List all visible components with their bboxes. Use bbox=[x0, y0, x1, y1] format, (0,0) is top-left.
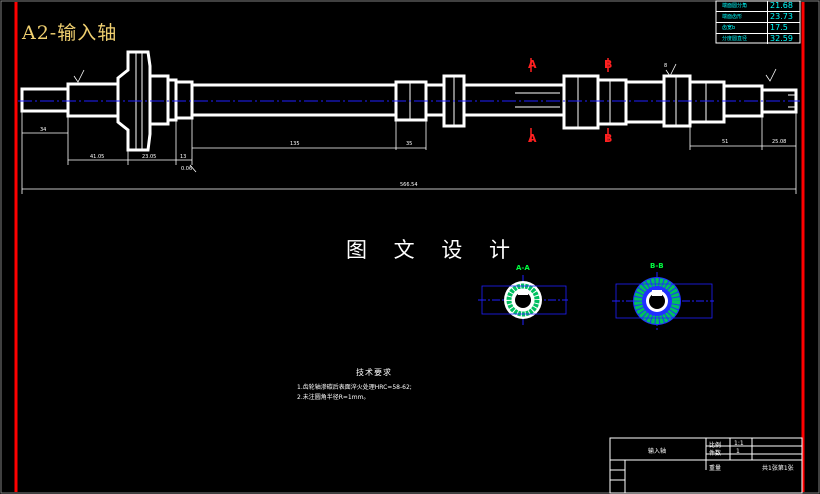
param-value: 23.73 bbox=[770, 12, 793, 21]
section-label-aa: A-A bbox=[516, 264, 530, 272]
count-label: 件数 bbox=[709, 450, 722, 457]
dim-23: 23.05 bbox=[142, 154, 157, 160]
dimension-lines bbox=[21, 111, 797, 194]
param-label: 端面圆分角 bbox=[716, 1, 768, 11]
dim-34: 34 bbox=[40, 127, 47, 133]
title-block bbox=[609, 437, 803, 494]
param-table: 端面圆分角 21.68 端面齿形 23.73 齿宽b 17.5 分度圆直径 32… bbox=[716, 1, 800, 44]
dim-41: 41.05 bbox=[90, 154, 105, 160]
cut-mark-b-bottom: B bbox=[604, 132, 613, 145]
drawing-title: A2-输入轴 bbox=[22, 22, 118, 44]
dim-35: 35 bbox=[406, 141, 413, 147]
param-row: 端面齿形 23.73 bbox=[716, 12, 800, 23]
param-value: 17.5 bbox=[770, 23, 788, 32]
dim-13: 13 bbox=[180, 154, 187, 160]
tech-requirement-line: 1.齿轮轴渗碳后表面淬火处理HRC=58-62; bbox=[297, 384, 412, 391]
param-value: 32.59 bbox=[770, 34, 793, 43]
param-value: 21.68 bbox=[770, 1, 793, 10]
section-view-aa bbox=[478, 275, 568, 325]
param-label: 端面齿形 bbox=[716, 12, 768, 22]
param-label: 齿宽b bbox=[716, 23, 768, 33]
tech-requirement-line: 2.未注圆角半径R=1mm。 bbox=[297, 394, 370, 401]
param-label: 分度圆直径 bbox=[716, 34, 768, 44]
section-view-bb bbox=[612, 272, 714, 330]
param-row: 分度圆直径 32.59 bbox=[716, 34, 800, 44]
count-value: 1 bbox=[736, 448, 740, 455]
watermark-text: 图 文 设 计 bbox=[346, 238, 521, 262]
tech-requirements-title: 技术要求 bbox=[356, 368, 392, 377]
sheet-info: 共1张第1张 bbox=[762, 465, 794, 472]
ratio-label: 比例 bbox=[709, 442, 722, 449]
param-row: 端面圆分角 21.68 bbox=[716, 1, 800, 12]
roughness-symbols bbox=[73, 63, 777, 83]
section-label-bb: B-B bbox=[650, 262, 664, 270]
dim-25: 25.08 bbox=[772, 139, 787, 145]
dim-135: 135 bbox=[290, 141, 300, 147]
dim-0: 0.06 bbox=[181, 166, 193, 172]
dim-51: 51 bbox=[722, 139, 729, 145]
weight-label: 重量 bbox=[709, 465, 722, 472]
cut-mark-a-top: A bbox=[528, 58, 537, 71]
part-name: 输入轴 bbox=[648, 448, 667, 455]
section-cut-lines bbox=[530, 58, 609, 142]
dim-total: 566.54 bbox=[400, 182, 418, 188]
param-row: 齿宽b 17.5 bbox=[716, 23, 800, 34]
ratio-value: 1:1 bbox=[734, 440, 744, 447]
cut-mark-b-top: B bbox=[604, 58, 613, 71]
dim-8: 8 bbox=[664, 63, 668, 69]
cut-mark-a-bottom: A bbox=[528, 132, 537, 145]
